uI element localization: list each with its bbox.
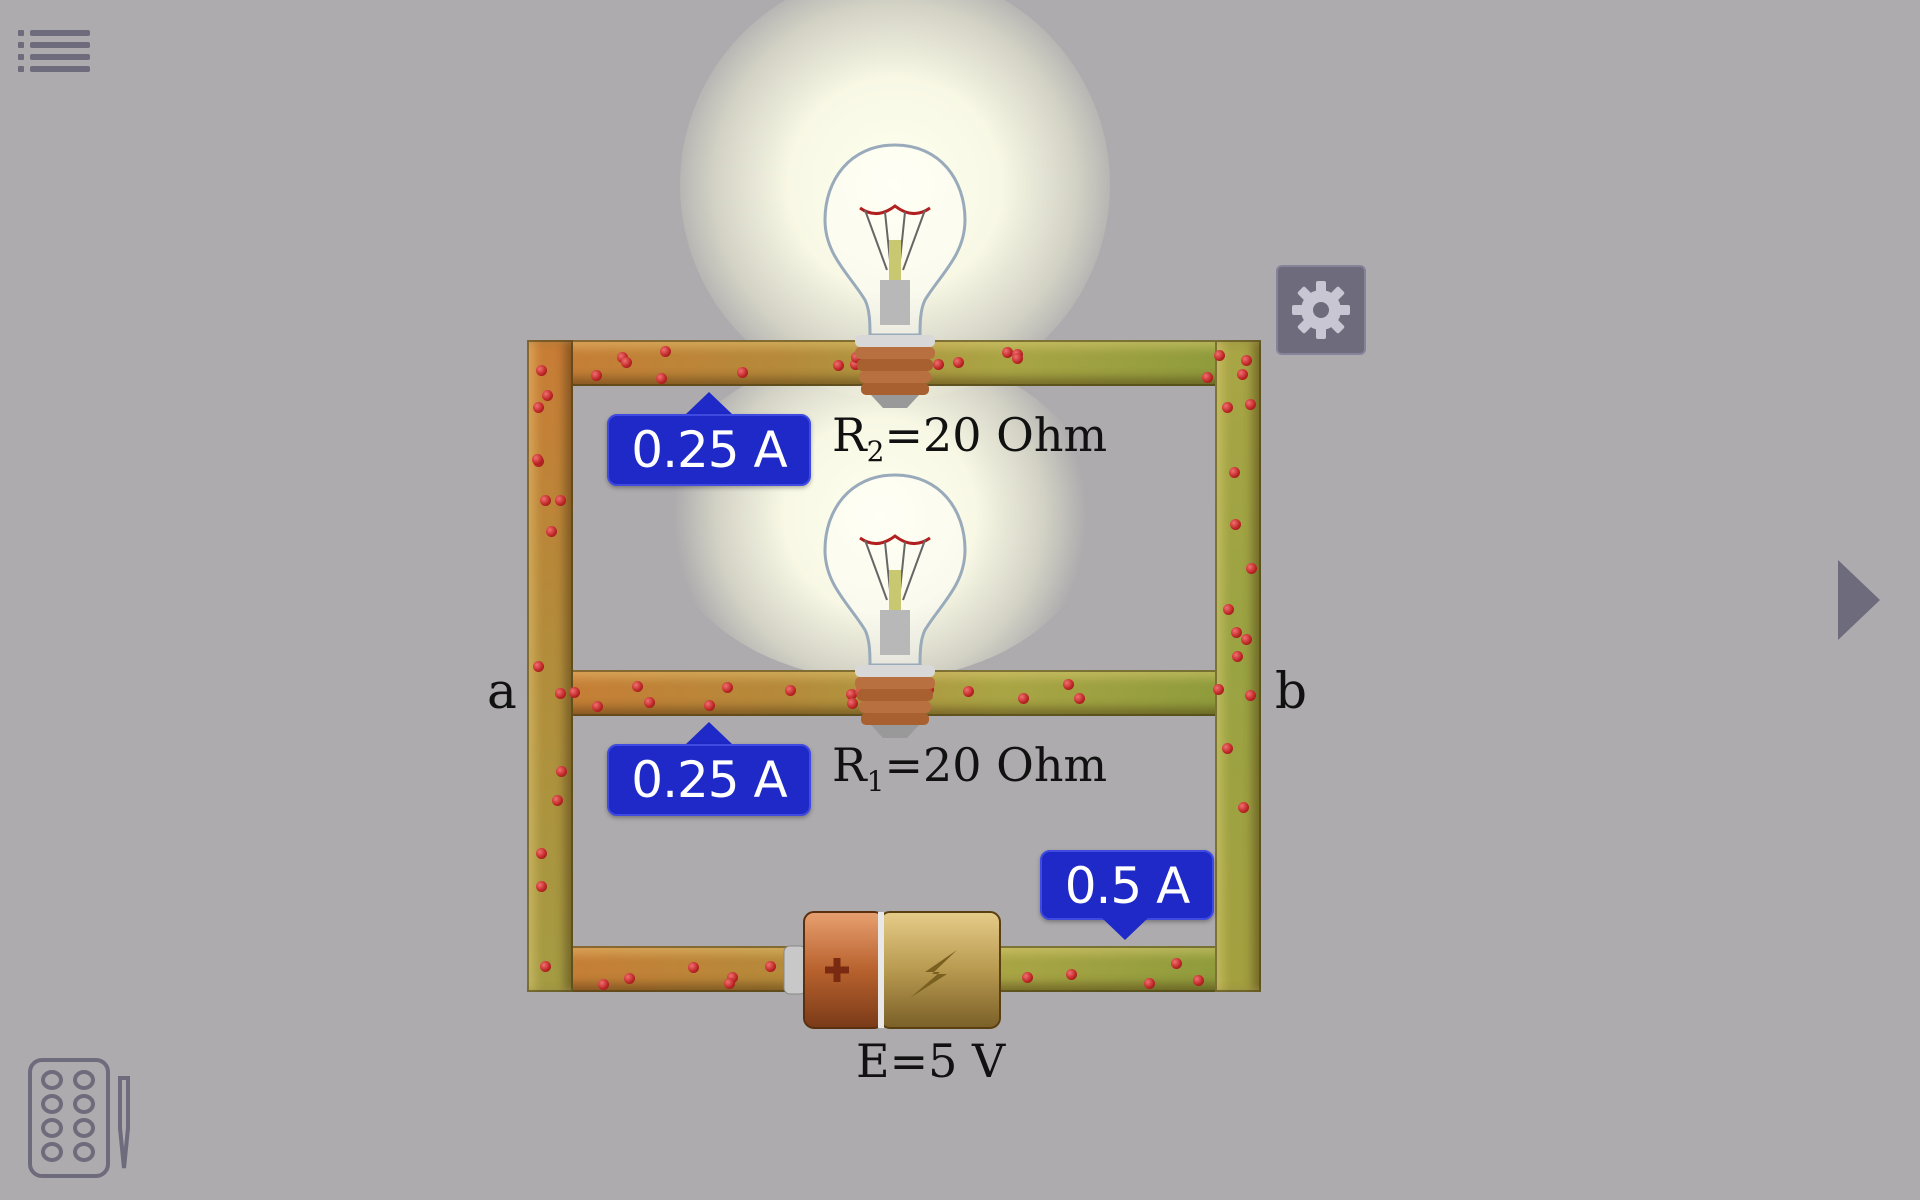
- charge-dot: [1213, 350, 1225, 362]
- gear-icon: [1292, 281, 1350, 339]
- charge-dot: [539, 961, 551, 973]
- charge-dot: [1193, 975, 1205, 987]
- charge-dot: [551, 795, 563, 807]
- palette-brush-icon[interactable]: [28, 1058, 136, 1180]
- node-a-label: a: [487, 662, 517, 720]
- charge-dot: [1244, 398, 1256, 410]
- charge-dot: [1065, 968, 1077, 980]
- current-r2-arrow: [686, 392, 732, 414]
- charge-dot: [1001, 347, 1013, 359]
- charge-dot: [953, 356, 965, 368]
- node-b-label: b: [1275, 662, 1308, 720]
- charge-dot: [736, 366, 748, 378]
- settings-button[interactable]: [1276, 265, 1366, 355]
- charge-dot: [1231, 651, 1243, 663]
- charge-dot: [616, 351, 628, 363]
- wire-right: [1215, 340, 1261, 992]
- charge-dot: [1144, 978, 1156, 990]
- charge-dot: [536, 365, 548, 377]
- charge-dot: [832, 360, 844, 372]
- charge-dot: [556, 766, 568, 777]
- battery[interactable]: [782, 908, 1004, 1032]
- charge-dot: [620, 357, 632, 369]
- current-r1-arrow: [686, 722, 732, 744]
- current-battery-arrow: [1102, 918, 1148, 940]
- list-menu-icon[interactable]: [18, 28, 90, 72]
- charge-dot: [1213, 684, 1225, 696]
- charge-dot: [849, 359, 861, 371]
- charge-dot: [1223, 604, 1235, 616]
- charge-dot: [1230, 518, 1242, 530]
- bulb-r2[interactable]: [815, 140, 975, 410]
- charge-dot: [1062, 678, 1074, 690]
- charge-dot: [533, 661, 545, 673]
- r2-label: R2=20 Ohm: [832, 408, 1108, 468]
- current-r2-badge: 0.25 A: [607, 414, 811, 486]
- battery-label: E=5 V: [856, 1034, 1006, 1088]
- bulb-r2-glow: [680, 0, 1110, 400]
- charge-dot: [532, 453, 544, 465]
- charge-dot: [704, 699, 716, 711]
- charge-dot: [532, 401, 544, 413]
- charge-dot: [963, 686, 975, 698]
- charge-dot: [1246, 562, 1258, 574]
- charge-dot: [1012, 352, 1024, 364]
- charge-dot: [764, 961, 776, 972]
- charge-dot: [555, 688, 567, 700]
- charge-dot: [541, 390, 553, 402]
- charge-dot: [1236, 368, 1248, 380]
- charge-dot: [1237, 801, 1249, 813]
- charge-dot: [724, 977, 736, 989]
- charge-dot: [1230, 626, 1242, 638]
- charge-dot: [623, 973, 635, 985]
- charge-dot: [1228, 467, 1240, 479]
- charge-dot: [932, 358, 944, 370]
- charge-dot: [1201, 372, 1213, 384]
- charge-dot: [644, 696, 656, 708]
- charge-dot: [536, 881, 548, 893]
- charge-dot: [1021, 971, 1033, 983]
- charge-dot: [846, 688, 858, 700]
- charge-dot: [535, 848, 547, 860]
- charge-dot: [590, 369, 602, 381]
- r1-label: R1=20 Ohm: [832, 738, 1108, 798]
- charge-dot: [545, 526, 557, 538]
- charge-dot: [1241, 355, 1253, 367]
- charge-dot: [722, 681, 734, 693]
- charge-dot: [655, 372, 667, 384]
- charge-dot: [687, 962, 699, 974]
- charge-dot: [1171, 958, 1183, 970]
- charge-dot: [660, 346, 672, 358]
- charge-dot: [846, 698, 858, 710]
- charge-dot: [1073, 693, 1085, 705]
- charge-dot: [555, 494, 567, 506]
- charge-dot: [540, 495, 552, 507]
- charge-dot: [598, 978, 610, 990]
- charge-dot: [1222, 743, 1234, 755]
- charge-dot: [1240, 634, 1252, 646]
- charge-dot: [1221, 402, 1233, 414]
- charge-dot: [1018, 693, 1030, 705]
- triangle-right-icon[interactable]: [1838, 560, 1880, 640]
- charge-dot: [568, 686, 580, 698]
- charge-dot: [1245, 690, 1257, 702]
- current-r1-badge: 0.25 A: [607, 744, 811, 816]
- charge-dot: [631, 681, 643, 693]
- charge-dot: [591, 700, 603, 712]
- bulb-r1[interactable]: [815, 470, 975, 740]
- charge-dot: [784, 684, 796, 696]
- current-battery-badge: 0.5 A: [1040, 850, 1214, 920]
